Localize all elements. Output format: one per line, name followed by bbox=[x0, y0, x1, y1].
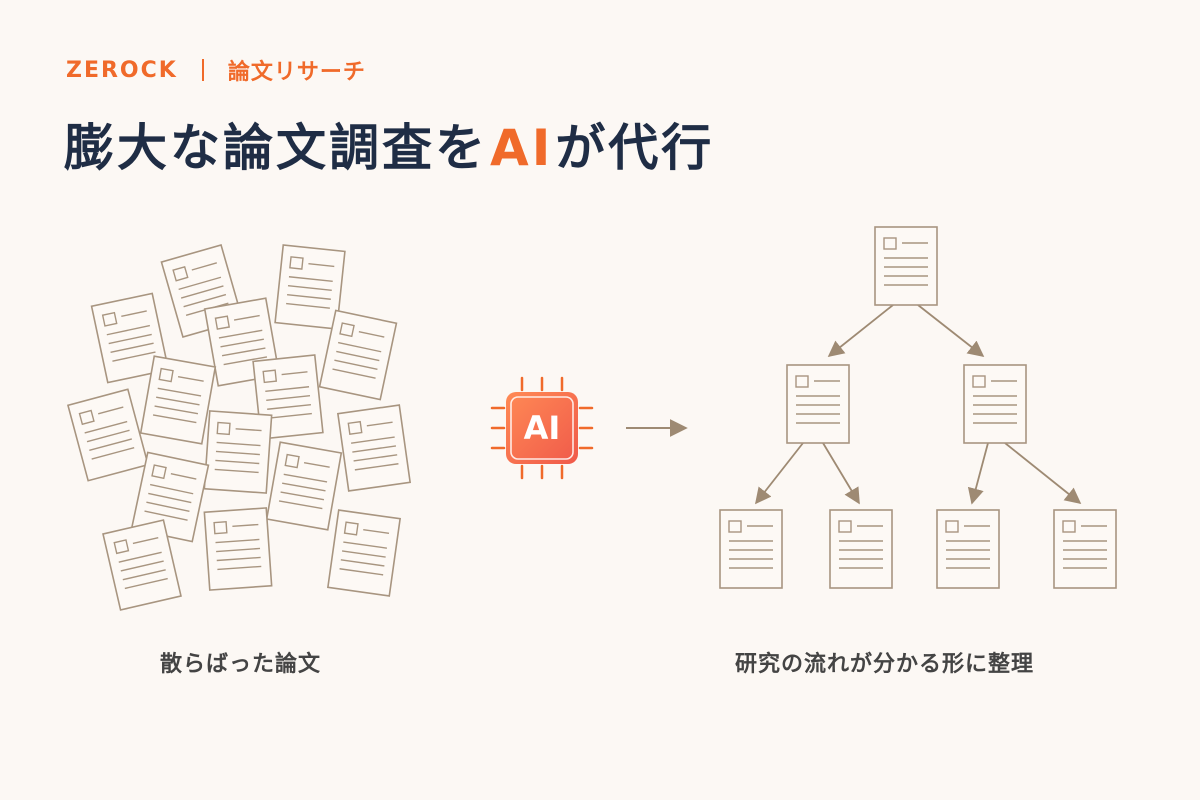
brand-name: ZEROCK bbox=[66, 57, 178, 83]
scattered-paper-7 bbox=[139, 355, 217, 445]
ai-chip-label: AI bbox=[523, 409, 561, 447]
scattered-paper-12 bbox=[265, 441, 343, 531]
tree-paper-ll bbox=[719, 509, 783, 589]
scattered-paper-5 bbox=[318, 309, 398, 401]
tree-edge-arrow bbox=[755, 442, 804, 505]
scattered-paper-14 bbox=[203, 507, 273, 591]
tree-edge-arrow bbox=[917, 304, 985, 358]
tree-paper-lr bbox=[829, 509, 893, 589]
tree-edge-arrow bbox=[827, 304, 894, 358]
title-ai-highlight: AI bbox=[490, 119, 554, 177]
scattered-paper-6 bbox=[66, 388, 150, 482]
scattered-paper-1 bbox=[90, 292, 170, 384]
scattered-paper-15 bbox=[326, 509, 402, 597]
tree-edge-arrow bbox=[1004, 442, 1082, 505]
scattered-papers bbox=[66, 243, 412, 611]
caption-scattered: 散らばった論文 bbox=[160, 652, 322, 677]
page-title: 膨大な論文調査をAIが代行 bbox=[64, 108, 714, 180]
brand-header: ZEROCK 論文リサーチ bbox=[66, 54, 366, 86]
tree-paper-l bbox=[786, 364, 850, 444]
scattered-paper-9 bbox=[203, 410, 273, 494]
scattered-paper-11 bbox=[130, 451, 210, 543]
scattered-paper-10 bbox=[336, 404, 412, 492]
title-part-1: 膨大な論文調査を bbox=[64, 119, 488, 177]
tree-paper-root bbox=[874, 226, 938, 306]
tree-edge-arrow bbox=[967, 442, 989, 505]
scattered-paper-3 bbox=[274, 244, 346, 330]
tree-edge-arrow bbox=[822, 442, 860, 505]
tree-paper-r bbox=[963, 364, 1027, 444]
tree-paper-rr bbox=[1053, 509, 1117, 589]
organized-paper-tree bbox=[719, 226, 1117, 589]
scattered-paper-13 bbox=[102, 519, 182, 611]
caption-organized: 研究の流れが分かる形に整理 bbox=[735, 652, 1035, 677]
tree-paper-rl bbox=[936, 509, 1000, 589]
brand-divider bbox=[201, 59, 204, 81]
ai-chip-icon bbox=[490, 376, 594, 480]
section-label: 論文リサーチ bbox=[227, 60, 366, 85]
title-part-2: が代行 bbox=[555, 119, 715, 177]
